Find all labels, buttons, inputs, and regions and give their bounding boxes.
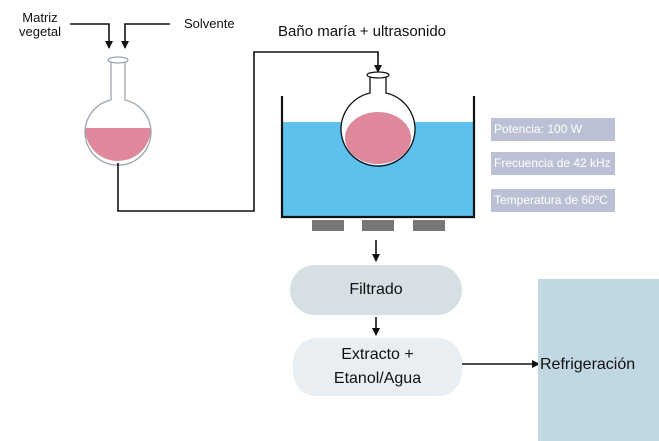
- matriz-vegetal-label: Matriz vegetal: [19, 10, 61, 39]
- flask-liquid: [85, 128, 151, 161]
- solvente-label: Solvente: [184, 16, 235, 31]
- transducers: [312, 220, 445, 231]
- filtrado-step: Filtrado: [290, 265, 462, 315]
- input-arrows: [70, 23, 170, 49]
- solvente-arrow: [121, 23, 170, 49]
- bath-flask-liquid: [345, 112, 411, 164]
- bath-title: Baño maría + ultrasonido: [278, 23, 447, 40]
- param-frecuencia: Frecuencia de 42 kHz: [491, 152, 615, 175]
- bath-flask: [340, 71, 416, 167]
- transfer-line: [117, 51, 382, 212]
- extracto-label: Extracto + Etanol/Agua: [333, 346, 422, 387]
- ultrasonic-bath: [280, 96, 476, 219]
- matriz-arrow: [70, 23, 113, 49]
- filtrado-label: Filtrado: [349, 281, 403, 298]
- mixing-flask: [84, 56, 152, 166]
- refrigeracion-label: Refrigeración: [540, 356, 636, 373]
- process-arrows: [372, 240, 540, 368]
- extracto-step: Extracto + Etanol/Agua: [293, 338, 462, 396]
- param-temperatura: Temperatura de 60ºC: [491, 189, 615, 212]
- refrigeracion-panel: [538, 279, 659, 441]
- param-potencia: Potencia: 100 W: [491, 118, 615, 141]
